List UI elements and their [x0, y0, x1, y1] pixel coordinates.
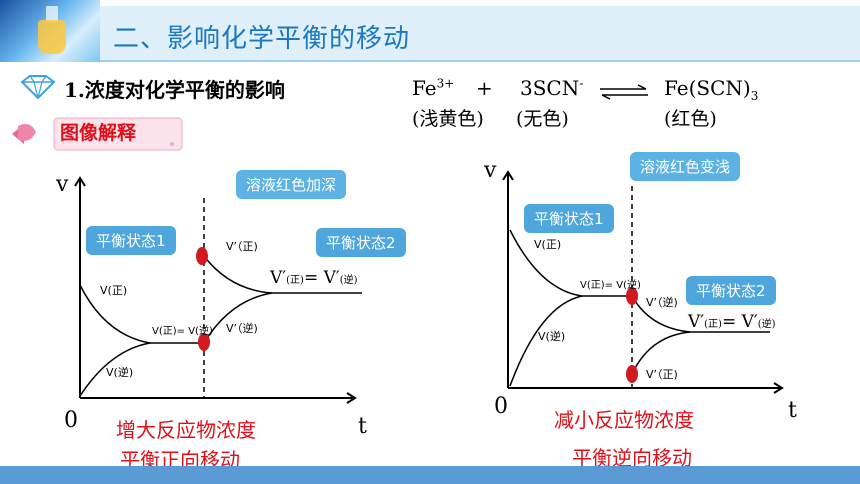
tag-label: 图像解释: [60, 122, 137, 144]
left-vprime-forward-label: V’（正): [226, 240, 258, 253]
left-vprime-eq-label: V′(正)= V′(逆): [270, 268, 358, 288]
page-title: 二、影响化学平衡的移动: [113, 24, 411, 54]
right-state1-badge: 平衡状态1: [524, 204, 614, 233]
color-product: (红色): [664, 108, 717, 130]
left-y-axis-label: v: [56, 172, 69, 197]
left-curve-reverse: [79, 342, 151, 397]
right-v-forward-label: V(正): [534, 238, 562, 251]
tag-icon: [12, 117, 183, 151]
right-point-reverse: [626, 287, 638, 305]
left-curve-vprime-reverse: [203, 292, 273, 344]
right-state2-badge: 平衡状态2: [686, 276, 776, 305]
right-y-axis-label: v: [484, 158, 497, 183]
plus-sign: +: [476, 76, 493, 100]
left-v-eq-label: V(正)= V(逆): [152, 326, 213, 337]
left-point-reverse: [198, 333, 210, 351]
right-v-eq-label: V(正)= V(逆): [580, 280, 641, 291]
left-x-axis-label: t: [358, 414, 367, 439]
product: Fe(SCN)3: [664, 76, 759, 103]
header-bar: [100, 6, 860, 62]
diamond-icon: [20, 75, 56, 100]
right-x-axis-label: t: [788, 398, 797, 423]
right-curve-reverse: [509, 295, 583, 387]
left-note-badge: 溶液红色加深: [236, 170, 347, 199]
right-v-reverse-label: V(逆): [538, 330, 566, 343]
left-state1-badge: 平衡状态1: [86, 226, 176, 255]
right-point-forward: [626, 365, 638, 383]
left-point-forward: [196, 247, 208, 265]
right-vprime-reverse-label: V’（逆): [646, 296, 678, 309]
equilibrium-arrow-icon: [600, 84, 648, 100]
reactant-fe: Fe3+: [412, 76, 455, 100]
section-title: 1.浓度对化学平衡的影响: [64, 78, 285, 102]
left-state2-badge: 平衡状态2: [316, 228, 406, 257]
right-curve-forward: [509, 229, 632, 297]
footer-bar: [0, 466, 860, 484]
right-caption-1: 减小反应物浓度: [554, 408, 694, 432]
header-image: [0, 0, 100, 62]
flask-icon-neck: [46, 6, 58, 22]
right-note-badge: 溶液红色变浅: [630, 152, 741, 181]
right-vprime-forward-label: V’（正): [646, 368, 678, 381]
left-origin-label: 0: [64, 408, 78, 433]
left-caption-1: 增大反应物浓度: [116, 418, 256, 442]
left-v-forward-label: V(正): [100, 284, 128, 297]
left-vprime-reverse-label: V’（逆): [226, 322, 258, 335]
reactant-scn: 3SCN-: [520, 76, 584, 100]
header: 二、影响化学平衡的移动: [0, 0, 860, 62]
left-v-reverse-label: V(逆): [106, 366, 134, 379]
color-scn: (无色): [516, 108, 569, 130]
header-divider: [100, 60, 860, 62]
flask-icon: [38, 20, 66, 54]
left-axes: [74, 176, 357, 404]
right-origin-label: 0: [494, 394, 508, 419]
right-axes: [502, 170, 784, 394]
right-vprime-eq-label: V′(正)= V′(逆): [688, 312, 776, 332]
color-fe: (浅黄色): [412, 108, 484, 130]
